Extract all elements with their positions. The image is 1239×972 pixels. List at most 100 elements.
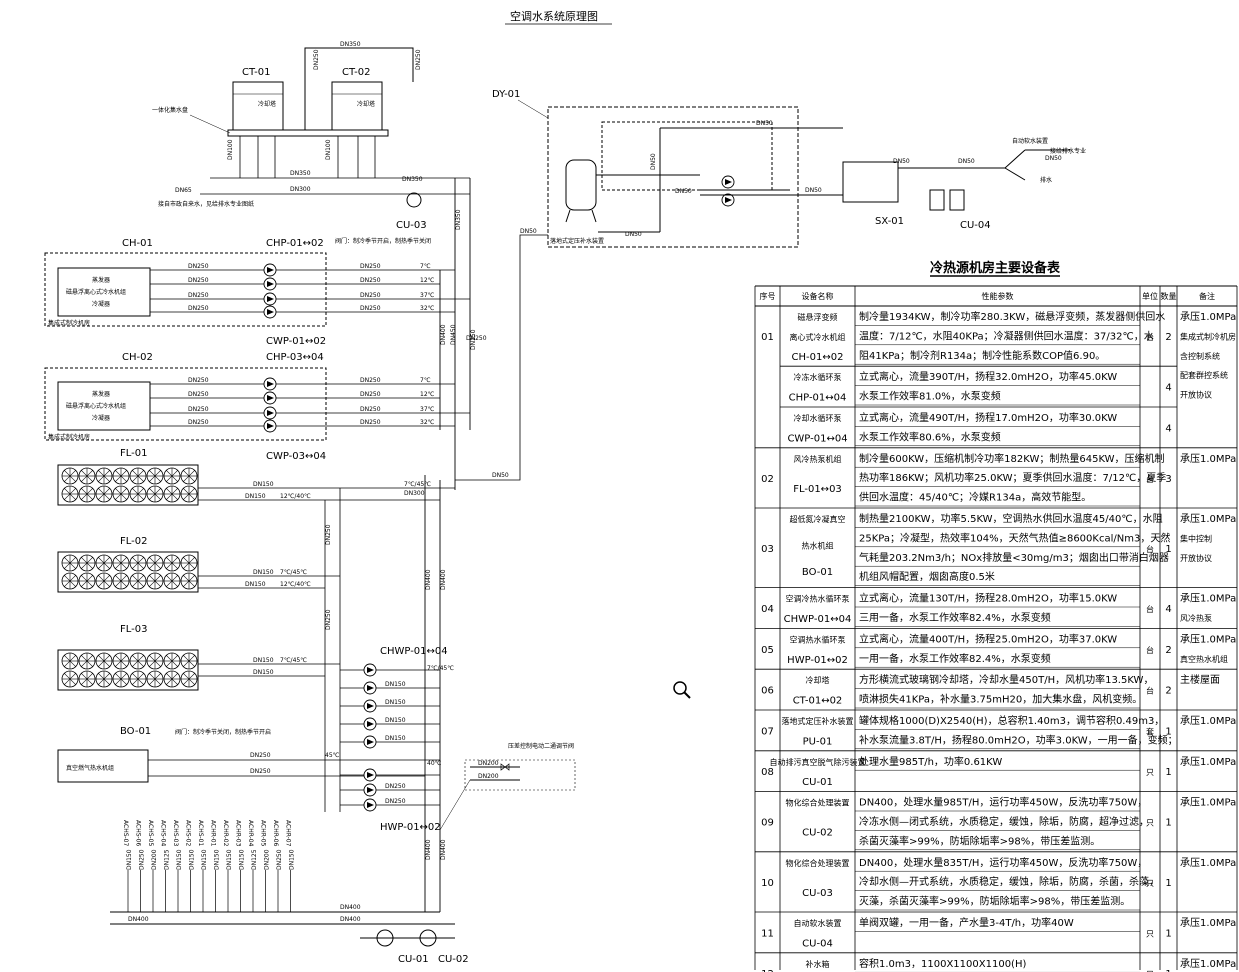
table-cell-spec: 立式离心，流量400T/H，扬程25.0mH2O，功率37.0KW (859, 632, 1117, 645)
table-cell-no: 12 (761, 969, 774, 972)
table-cell-unit: 套 (1146, 726, 1154, 736)
table-cell-no: 08 (761, 767, 774, 778)
branch-dn: DN150 (214, 849, 221, 870)
branch-label: ACHS-06 (135, 820, 142, 846)
zoom-icon[interactable] (672, 680, 692, 700)
table-cell-qty: 1 (1165, 544, 1171, 555)
svg-text:DN250: DN250 (360, 292, 381, 299)
svg-text:32℃: 32℃ (420, 419, 435, 426)
table-cell-unit: 台 (1146, 686, 1154, 696)
svg-text:磁悬浮离心式冷水机组: 磁悬浮离心式冷水机组 (66, 402, 126, 410)
branch-dn: DN125 (164, 849, 171, 870)
table-cell-name: HWP-01↔02 (787, 655, 848, 666)
valve-note-1: 阀门：制冷季节开启，制热季节关闭 (335, 237, 431, 245)
table-cell-qty: 1 (1165, 767, 1171, 778)
table-cell-note: 风冷热泵 (1180, 613, 1212, 623)
makeup-water-note: 接自市政自来水，见给排水专业图纸 (158, 200, 254, 208)
svg-text:DN300: DN300 (290, 186, 311, 193)
svg-text:DN150: DN150 (253, 657, 274, 664)
table-cell-note: 开放协议 (1180, 390, 1212, 400)
svg-text:DN50: DN50 (492, 472, 509, 479)
table-cell-note: 开放协议 (1180, 553, 1212, 563)
heat-pump-fl02: FL-02 DN150 DN150 7℃/45℃ 12℃/40℃ (57, 536, 340, 593)
svg-text:DN400: DN400 (425, 839, 432, 860)
table-cell-name: 空调冷热水循环泵 (786, 594, 850, 604)
table-cell-name: 超低氮冷凝真空 (790, 514, 846, 524)
svg-text:7℃: 7℃ (420, 263, 431, 270)
heat-pump-fl01: FL-01 DN150 DN150 12℃/40℃ 7℃/45℃ DN300 (57, 448, 455, 506)
table-cell-name: 空调热水循环泵 (790, 634, 846, 644)
svg-text:DN250: DN250 (188, 377, 209, 384)
svg-text:DN400: DN400 (425, 569, 432, 590)
svg-text:DN350: DN350 (455, 209, 462, 230)
svg-text:DN400: DN400 (340, 916, 361, 923)
svg-text:DN250: DN250 (385, 783, 406, 790)
table-cell-note: 主楼屋面 (1180, 673, 1220, 686)
svg-text:DN250: DN250 (188, 305, 209, 312)
svg-text:DN250: DN250 (250, 768, 271, 775)
svg-text:排水: 排水 (1040, 176, 1052, 184)
svg-text:DN250: DN250 (188, 292, 209, 299)
branch-dn: DN150 (239, 849, 246, 870)
table-cell-name: FL-01↔03 (793, 484, 842, 495)
svg-text:HWP-01↔02: HWP-01↔02 (380, 822, 441, 833)
cu04-softener: CU-04 自动软水装置 接给排水专业 DN50 排水 (929, 137, 1086, 231)
svg-text:DN150: DN150 (385, 699, 406, 706)
svg-text:冷却塔: 冷却塔 (258, 100, 276, 108)
table-cell-unit: 只 (1146, 768, 1154, 777)
table-cell-spec: 单阀双罐，一用一备，产水量3-4T/h，功率40W (859, 916, 1074, 929)
table-cell-spec: 冷却水侧—开式系统，水质稳定，缓蚀，除垢，防腐，杀菌，杀藻， (859, 875, 1159, 888)
svg-text:DN250: DN250 (415, 49, 422, 70)
table-cell-unit: 台 (1146, 474, 1154, 484)
table-cell-note: 承压1.0MPa (1180, 633, 1236, 645)
svg-text:DN250: DN250 (188, 406, 209, 413)
svg-text:DN100: DN100 (325, 139, 332, 160)
svg-text:DN50: DN50 (756, 120, 773, 127)
branch-label: ACHS-02 (185, 820, 192, 846)
table-cell-qty: 4 (1165, 423, 1171, 434)
svg-text:FL-02: FL-02 (120, 536, 147, 547)
table-cell-name: CU-02 (802, 828, 833, 839)
table-cell-unit: 只 (1146, 970, 1154, 972)
branch-label: ACHR-01 (210, 820, 217, 847)
svg-text:DN400: DN400 (128, 916, 149, 923)
svg-text:37℃: 37℃ (420, 292, 435, 299)
branch-label: ACHS-04 (160, 820, 167, 846)
svg-text:CWP-01↔02: CWP-01↔02 (266, 336, 326, 347)
table-cell-name: 自动排污真空脱气除污装置 (770, 757, 866, 767)
table-cell-name: 物化综合处理装置 (786, 798, 850, 808)
svg-text:自动软水装置: 自动软水装置 (1012, 137, 1048, 145)
table-cell-name: BO-01 (802, 567, 833, 578)
svg-text:BO-01: BO-01 (120, 726, 151, 737)
branch-dn: DN250 (139, 849, 146, 870)
svg-text:DN150: DN150 (385, 681, 406, 688)
svg-text:CH-02: CH-02 (122, 352, 153, 363)
svg-text:CU-01: CU-01 (398, 954, 429, 965)
table-cell-unit: 只 (1146, 929, 1154, 938)
table-header: 设备名称 (802, 291, 834, 301)
table-cell-spec: 热功率186KW；风机功率25.0KW；夏季供回水温度：7/12℃，夏季 (859, 471, 1166, 484)
table-cell-note: 承压1.0MPa (1180, 756, 1236, 768)
svg-text:CH-01: CH-01 (122, 238, 153, 249)
svg-text:DN150: DN150 (245, 581, 266, 588)
svg-text:DN250: DN250 (325, 609, 332, 630)
table-cell-note: 承压1.0MPa (1180, 958, 1236, 970)
table-cell-unit: 台 (1146, 544, 1154, 554)
table-cell-name: 热水机组 (802, 541, 834, 551)
table-cell-name: 离心式冷水机组 (790, 332, 846, 342)
table-cell-name: 风冷热泵机组 (794, 454, 842, 464)
table-title: 冷热源机房主要设备表 (930, 260, 1061, 276)
svg-text:DN250: DN250 (360, 377, 381, 384)
branch-dn: DN150 (126, 849, 133, 870)
svg-text:冷却塔: 冷却塔 (357, 100, 375, 108)
valve-note-2: 阀门：制冷季节关闭，制热季节开启 (175, 728, 271, 736)
svg-text:DY-01: DY-01 (492, 89, 520, 100)
table-cell-note: 集成式制冷机房 (1180, 331, 1236, 341)
system-diagram: 空调水系统原理图 CT-01 冷却塔 CT-02 冷却塔 一体化集水盘 DN35… (44, 9, 1086, 965)
cu03: CU-03 (396, 192, 427, 231)
table-cell-spec: 25KPa；冷凝型，热效率104%，天然气热值≥8600Kcal/Nm3，天然 (859, 531, 1170, 544)
svg-text:DN50: DN50 (1045, 155, 1062, 162)
table-cell-spec: 三用一备，水泵工作效率82.4%，水泵变频 (859, 611, 1051, 624)
svg-text:DN400: DN400 (340, 904, 361, 911)
